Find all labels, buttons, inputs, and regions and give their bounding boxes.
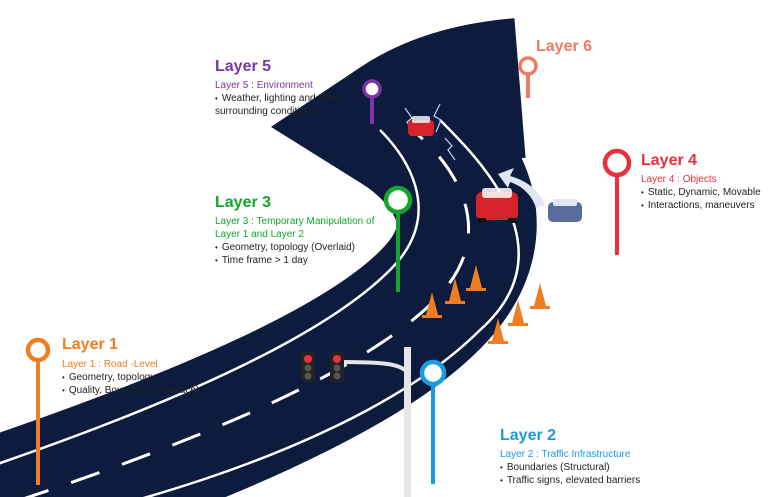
layer-2-bullet: Boundaries (Structural) [500, 461, 665, 474]
car-red [476, 188, 518, 223]
traffic-cone [422, 292, 442, 318]
layer-5-title: Layer 5 [215, 58, 272, 75]
layer-5-bullet: Weather, lighting and other surrounding … [215, 92, 355, 118]
layer-4-bullet: Static, Dynamic, Movable [641, 186, 768, 199]
layer-4-bullet: Interactions, maneuvers [641, 199, 768, 212]
pin-layer-5 [362, 79, 382, 124]
car-blue [548, 199, 582, 222]
layer-1-label: Layer 1 Layer 1 : Road -Level Geometry, … [62, 335, 227, 397]
traffic-cone [530, 283, 550, 309]
layer-4-subtitle: Layer 4 : Objects [641, 174, 717, 185]
pin-layer-4 [602, 148, 632, 255]
traffic-light [301, 347, 411, 497]
pin-layer-6 [518, 56, 538, 98]
traffic-cone [445, 278, 465, 304]
layer-2-subtitle: Layer 2 : Traffic Infrastructure [500, 449, 631, 460]
layer-2-title: Layer 2 [500, 427, 557, 444]
layer-2-bullet: Traffic signs, elevated barriers [500, 474, 665, 487]
turn-arrow [498, 168, 545, 208]
layer-1-title: Layer 1 [62, 336, 119, 353]
layer-2-label: Layer 2 Layer 2 : Traffic Infrastructure… [500, 426, 665, 487]
road-edge-line-right [142, 119, 520, 497]
layer-3-subtitle: Layer 3 : Temporary Manipulation of Laye… [215, 216, 375, 240]
traffic-cone [488, 318, 508, 344]
layer-1-bullet: Geometry, topology [62, 371, 227, 384]
lane-dashes [24, 126, 470, 497]
layer-3-bullet: Geometry, topology (Overlaid) [215, 241, 390, 254]
layer-5-subtitle: Layer 5 : Environment [215, 80, 313, 91]
layer-5-label: Layer 5 Layer 5 : Environment Weather, l… [215, 57, 355, 118]
car-far [408, 116, 434, 136]
traffic-cone [508, 300, 528, 326]
layer-6-label: Layer 6 [536, 37, 592, 57]
layer-1-subtitle: Layer 1 : Road -Level [62, 359, 158, 370]
layer-6-title: Layer 6 [536, 38, 593, 55]
pin-layer-2 [419, 359, 447, 484]
traffic-cones [422, 265, 550, 344]
pin-layer-3 [383, 185, 413, 292]
road-edge-line-left [0, 129, 420, 465]
layer-3-bullet: Time frame > 1 day [215, 254, 390, 267]
traffic-cone [466, 265, 486, 291]
pin-layer-1 [25, 337, 51, 485]
layer-3-title: Layer 3 [215, 194, 272, 211]
layer-4-title: Layer 4 [641, 152, 698, 169]
road [0, 18, 537, 497]
layer-1-bullet: Quality, Boundaries (Surface) [62, 384, 227, 397]
layer-4-label: Layer 4 Layer 4 : Objects Static, Dynami… [641, 151, 768, 212]
layer-3-label: Layer 3 Layer 3 : Temporary Manipulation… [215, 193, 390, 267]
